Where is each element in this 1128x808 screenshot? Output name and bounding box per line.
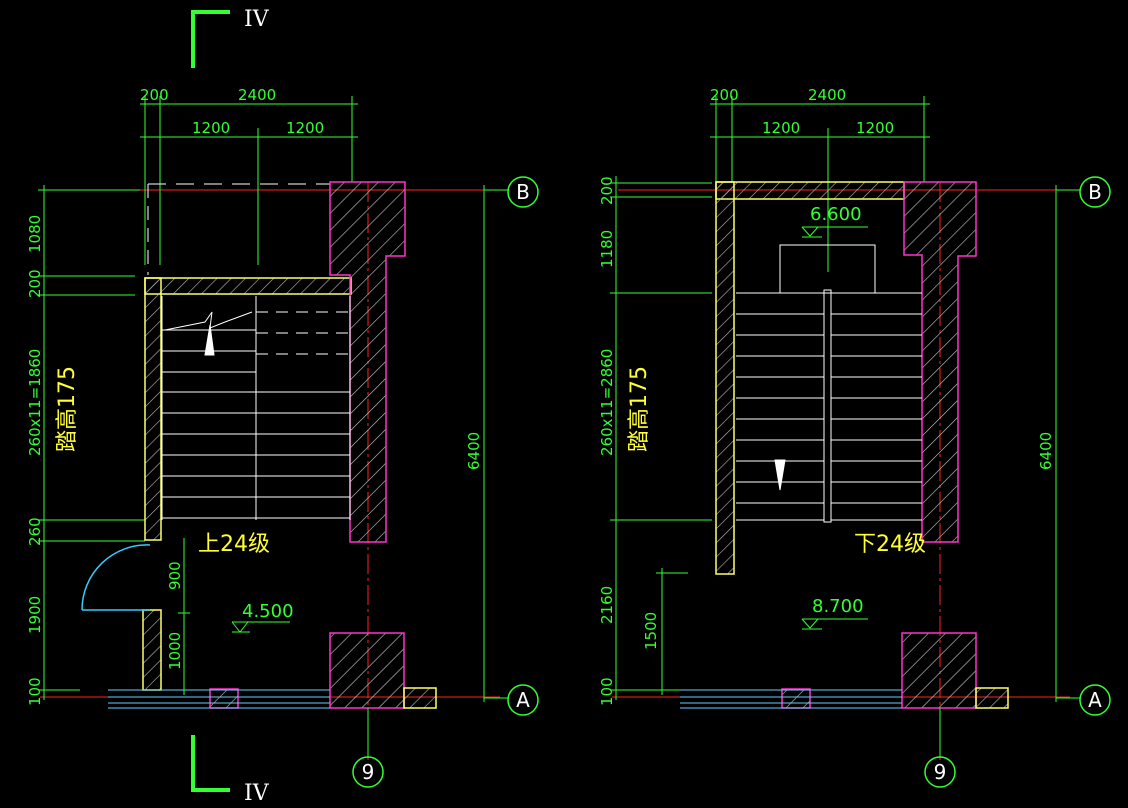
right-dims-left: 200 1180 260x11=2860 2160 1500 100 — [598, 176, 712, 706]
left-dim-d6: 100 — [26, 677, 44, 706]
right-stair-treads — [736, 244, 922, 523]
right-riser-note: 踏高175 — [627, 366, 652, 452]
section-mark-top: IV — [191, 7, 270, 68]
right-dim-d5: 1500 — [642, 612, 660, 650]
left-dim-d5: 1900 — [26, 596, 44, 634]
right-axis-label-a: A — [1088, 688, 1102, 712]
left-dim-wall: 200 — [140, 86, 169, 104]
left-dim-d4: 260 — [26, 517, 44, 546]
left-dims-left: 1080 200 260x11=1860 260 1900 100 — [26, 185, 145, 706]
left-dim-d3: 260x11=1860 — [26, 349, 44, 456]
left-dim-half-right: 1200 — [286, 119, 324, 137]
right-level-mark-upper: 6.600 — [801, 204, 868, 238]
left-dim-d1: 1080 — [26, 215, 44, 253]
left-door — [81, 544, 151, 611]
section-mark-bottom: IV — [191, 735, 270, 806]
right-axis-bubble-a: A — [1056, 684, 1111, 716]
left-dim-total: 2400 — [238, 86, 276, 104]
left-stair-treads — [161, 296, 351, 520]
right-dim-half-left: 1200 — [762, 119, 800, 137]
right-level-upper-text: 6.600 — [810, 204, 862, 225]
right-level-mark-lower: 8.700 — [801, 596, 868, 630]
right-dim-wall: 200 — [710, 86, 739, 104]
right-dim-d1: 200 — [598, 176, 616, 205]
right-axis-label-9: 9 — [934, 760, 947, 784]
left-stair-plan: 200 2400 1200 1200 1080 200 260x11=1860 … — [26, 86, 539, 788]
right-stair-note: 下24级 — [854, 532, 926, 557]
left-riser-note: 踏高175 — [55, 366, 80, 452]
right-dim-d2: 1180 — [598, 230, 616, 268]
right-dim-d6: 100 — [598, 677, 616, 706]
left-dim-6400: 6400 — [465, 432, 483, 470]
left-axis-label-a: A — [516, 688, 530, 712]
left-level-mark: 4.500 — [231, 601, 294, 633]
right-dim-right: 6400 — [1037, 185, 1057, 702]
left-axis-bubble-b: B — [484, 176, 539, 208]
right-level-lower-text: 8.700 — [812, 596, 864, 617]
left-axis-label-b: B — [516, 180, 530, 204]
right-axis-bubble-9: 9 — [924, 708, 956, 788]
right-dims-top: 200 2400 1200 1200 — [710, 86, 930, 272]
right-dim-half-right: 1200 — [856, 119, 894, 137]
right-dim-6400: 6400 — [1037, 432, 1055, 470]
right-axis-bubble-b: B — [1056, 176, 1111, 208]
left-dim-right: 6400 — [465, 185, 485, 702]
section-label-top: IV — [244, 7, 270, 32]
left-axis-bubble-9: 9 — [352, 708, 384, 788]
left-door-dim-lower: 1000 — [166, 632, 184, 670]
left-door-dim-upper: 900 — [166, 561, 184, 590]
left-axis-label-9: 9 — [362, 760, 375, 784]
right-dim-d4: 2160 — [598, 586, 616, 624]
left-stair-note: 上24级 — [198, 532, 270, 557]
right-stair-plan: 200 2400 1200 1200 200 1180 260x11=2860 … — [598, 86, 1111, 788]
right-dim-total: 2400 — [808, 86, 846, 104]
left-dim-half-left: 1200 — [192, 119, 230, 137]
left-level-text: 4.500 — [242, 601, 294, 622]
section-label-bottom: IV — [244, 781, 270, 806]
left-door-dims: 900 1000 — [166, 538, 190, 695]
left-dim-d2: 200 — [26, 269, 44, 298]
right-dim-d3: 260x11=2860 — [598, 349, 616, 456]
left-axis-bubble-a: A — [484, 684, 539, 716]
right-axis-label-b: B — [1088, 180, 1102, 204]
left-dims-top: 200 2400 1200 1200 — [140, 86, 358, 265]
